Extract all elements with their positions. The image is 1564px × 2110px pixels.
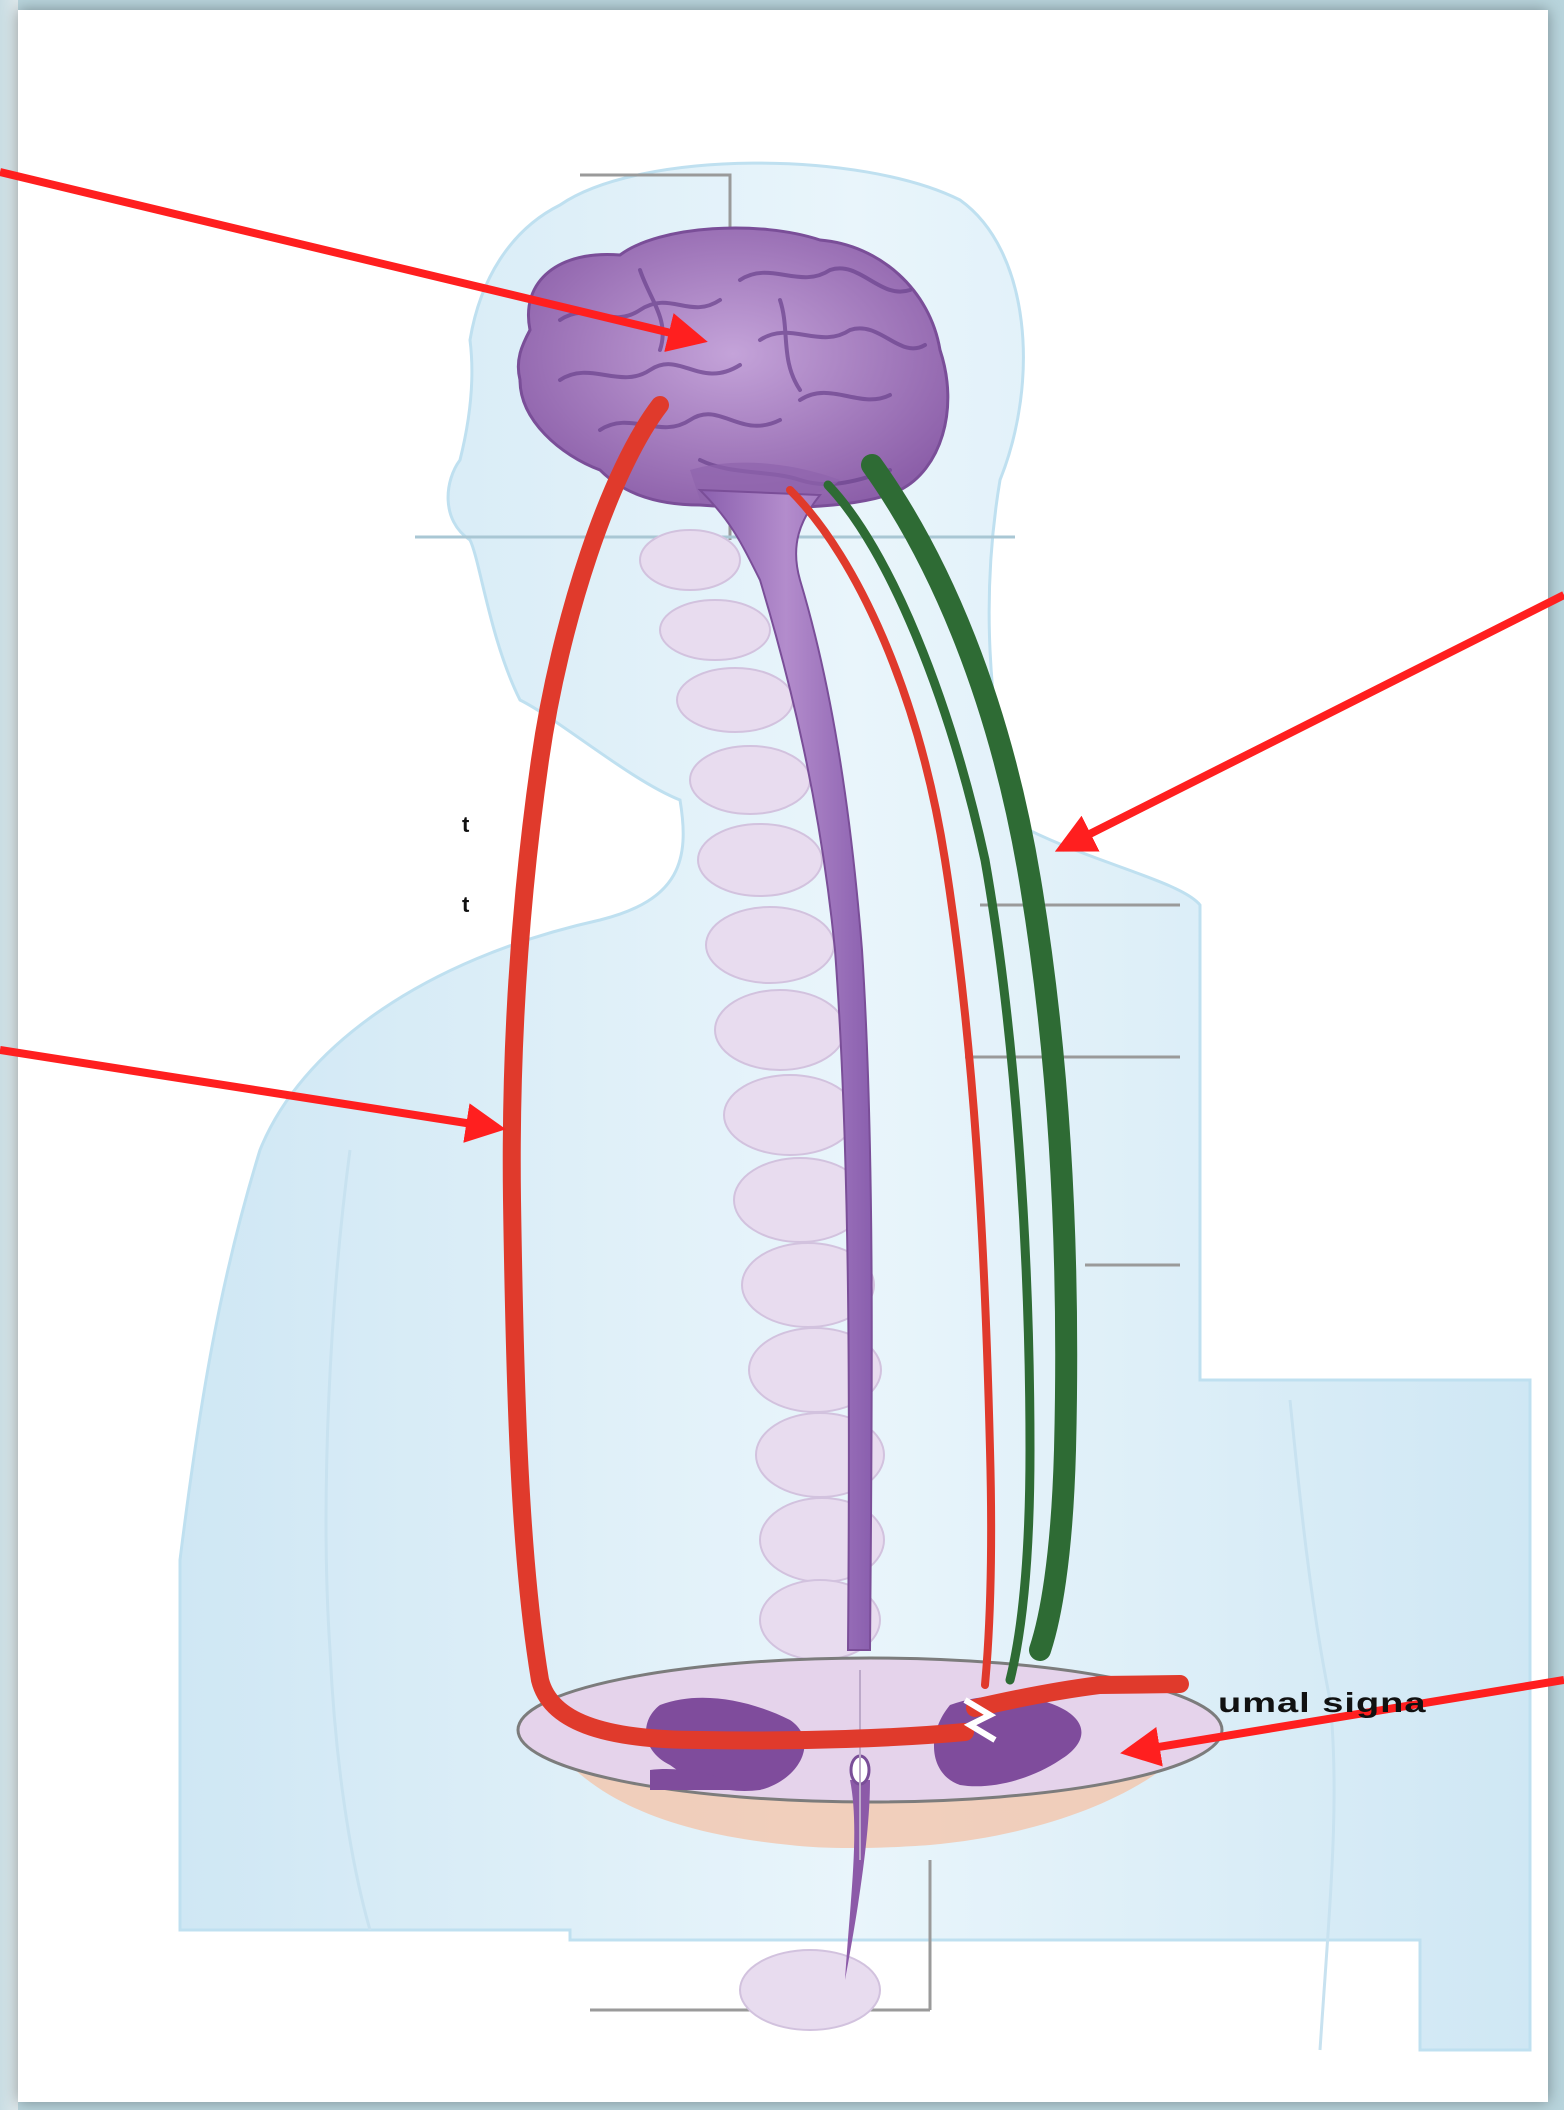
- arrow-icon: [1062, 595, 1564, 848]
- cut-label-fragment: t: [462, 812, 469, 838]
- cut-label-fragment: umal signa: [1218, 1688, 1427, 1719]
- cut-label-fragment: t: [462, 892, 469, 918]
